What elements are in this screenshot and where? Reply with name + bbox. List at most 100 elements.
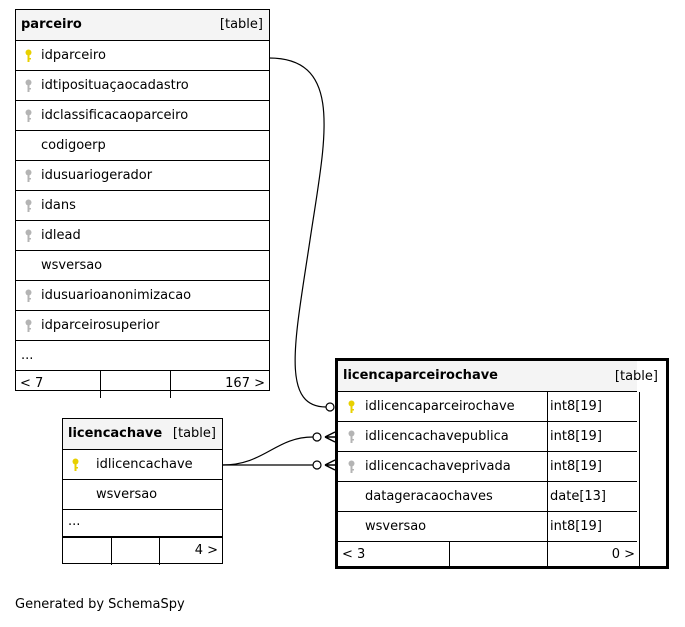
table-name[interactable]: parceiro (21, 17, 82, 32)
edge-end-circle (312, 432, 322, 442)
table-footer: 4 > (63, 537, 222, 565)
foreign-key-icon (24, 79, 33, 93)
column-row[interactable]: idparceirosuperior (16, 311, 269, 341)
column-row[interactable]: idparceiro (16, 41, 269, 71)
column-row[interactable]: idusuarioanonimizacao (16, 281, 269, 311)
column-name: idlead (41, 228, 81, 243)
foreign-key-icon (347, 460, 356, 474)
column-name: idusuariogerador (41, 168, 153, 183)
edge-parceiro-to-licencaparceirochave (268, 57, 327, 408)
table-licencachave[interactable]: licencachave [table] idlicencachave wsver… (62, 418, 223, 565)
table-name[interactable]: licencaparceirochave (343, 368, 499, 383)
column-list: idlicencachave wsversao (63, 450, 222, 510)
table-footer: < 7 167 > (16, 371, 269, 398)
primary-key-icon (71, 458, 80, 472)
column-type: int8[19] (550, 429, 602, 444)
column-divider (547, 482, 548, 511)
column-row[interactable]: idlicencachave (63, 450, 222, 480)
column-row[interactable]: idusuariogerador (16, 161, 269, 191)
foreign-key-icon (24, 169, 33, 183)
column-name: idans (41, 198, 76, 213)
column-row[interactable]: wsversao int8[19] (338, 512, 637, 542)
edge-crowfoot (324, 459, 336, 471)
edge-end-circle (312, 460, 322, 470)
column-type: int8[19] (550, 519, 602, 534)
column-divider (547, 422, 548, 451)
edge-crowfoot (324, 431, 336, 443)
column-row[interactable]: idlead (16, 221, 269, 251)
table-kind: [table] (219, 17, 263, 32)
column-row[interactable]: wsversao (63, 480, 222, 510)
foreign-key-icon (24, 289, 33, 303)
column-list: idparceiro idtiposituaçaocadastro idclassi… (16, 41, 269, 341)
primary-key-icon (24, 49, 33, 63)
column-name: idclassificacaoparceiro (41, 108, 189, 123)
parents-count: < 7 (20, 376, 44, 391)
children-count-cell[interactable]: 4 > (159, 538, 222, 565)
column-type: date[13] (550, 489, 606, 504)
edge-licencachave-to-publica (221, 436, 314, 466)
footer-spacer (111, 538, 159, 565)
column-name: idparceirosuperior (41, 318, 160, 333)
column-row[interactable]: idclassificacaoparceiro (16, 101, 269, 131)
table-kind: [table] (172, 426, 216, 441)
foreign-key-icon (24, 199, 33, 213)
children-count: 4 > (194, 543, 218, 558)
more-columns: ... (63, 510, 222, 537)
column-name: idusuarioanonimizacao (41, 288, 192, 303)
table-header: licencaparceirochave (338, 361, 637, 392)
column-type: int8[19] (550, 399, 602, 414)
children-count: 0 > (611, 547, 635, 562)
column-divider (547, 392, 548, 421)
column-row[interactable]: idans (16, 191, 269, 221)
table-licencaparceirochave[interactable]: licencaparceirochave [table] idlicencapa… (335, 358, 669, 569)
column-row[interactable]: idlicencaparceirochave int8[19] (338, 392, 637, 422)
foreign-key-icon (24, 319, 33, 333)
column-row[interactable]: idlicencachaveprivada int8[19] (338, 452, 637, 482)
column-name: wsversao (365, 519, 427, 534)
column-name: idtiposituaçaocadastro (41, 78, 189, 93)
footer-spacer (63, 538, 111, 565)
primary-key-icon (347, 400, 356, 414)
table-header: licencachave [table] (63, 419, 222, 450)
column-name: codigoerp (41, 138, 106, 153)
column-type: int8[19] (550, 459, 602, 474)
column-divider (547, 512, 548, 541)
column-row[interactable]: codigoerp (16, 131, 269, 161)
column-name: wsversao (41, 258, 103, 273)
column-divider (547, 452, 548, 481)
right-margin-divider (639, 392, 640, 566)
parents-count-cell[interactable]: < 3 (338, 542, 449, 569)
column-row[interactable]: idlicencachavepublica int8[19] (338, 422, 637, 452)
more-columns: ... (16, 341, 269, 371)
column-row[interactable]: datageracaochaves date[13] (338, 482, 637, 512)
column-name: idlicencaparceirochave (365, 399, 515, 414)
table-kind: [table] (614, 369, 658, 384)
table-footer: < 3 0 > (338, 542, 637, 569)
column-name: idparceiro (41, 48, 106, 63)
foreign-key-icon (24, 229, 33, 243)
generated-by-caption: Generated by SchemaSpy (15, 597, 185, 612)
column-name: wsversao (96, 487, 158, 502)
children-count-cell[interactable]: 0 > (547, 542, 639, 569)
footer-spacer (449, 542, 547, 569)
parents-count: < 3 (342, 547, 366, 562)
children-count-cell[interactable]: 167 > (170, 371, 269, 398)
column-row[interactable]: wsversao (16, 251, 269, 281)
parents-count-cell[interactable]: < 7 (16, 371, 100, 398)
column-name: idlicencachaveprivada (365, 459, 511, 474)
children-count: 167 > (225, 376, 265, 391)
column-row[interactable]: idtiposituaçaocadastro (16, 71, 269, 101)
column-name: idlicencachave (96, 457, 193, 472)
table-parceiro[interactable]: parceiro [table] idparceiro idtiposituaça… (15, 9, 270, 398)
column-name: idlicencachavepublica (365, 429, 509, 444)
foreign-key-icon (347, 430, 356, 444)
footer-spacer (100, 371, 170, 398)
table-header: parceiro [table] (16, 10, 269, 41)
column-name: datageracaochaves (365, 489, 493, 504)
foreign-key-icon (24, 109, 33, 123)
table-name[interactable]: licencachave (68, 426, 163, 441)
edge-end-circle (325, 402, 335, 412)
